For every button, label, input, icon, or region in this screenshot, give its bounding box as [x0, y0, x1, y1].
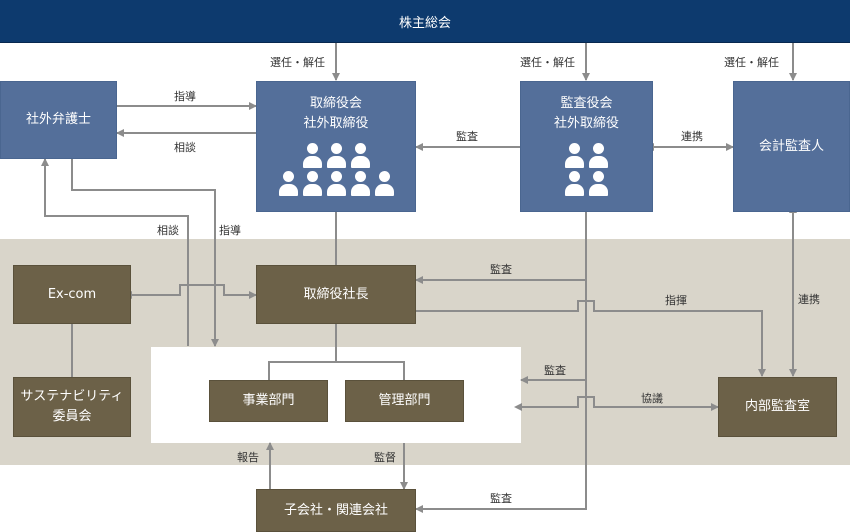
label-lawyer-to-board: 指導 [174, 90, 196, 103]
internal-audit-box: 内部監査室 [718, 377, 837, 437]
accounting-auditor-label: 会計監査人 [758, 138, 824, 154]
board-of-directors-box: 取締役会 社外取締役 [256, 81, 416, 212]
person-icon [350, 143, 370, 168]
person-icon [374, 171, 394, 196]
person-icon [350, 171, 370, 196]
accounting-auditor-box: 会計監査人 [733, 81, 850, 212]
edge-president-excom [124, 284, 257, 299]
president-label: 取締役社長 [303, 286, 369, 302]
label-board-to-lawyer: 相談 [174, 141, 196, 154]
audit-board-box: 監査役会 社外取締役 [520, 81, 653, 212]
sustainability-line1: サステナビリティ [20, 389, 124, 404]
sustainability-line2: 委員会 [52, 409, 92, 424]
edge-consult-lawyer [41, 158, 189, 346]
person-icon [565, 143, 584, 168]
label-elect-accountant: 選任・解任 [724, 56, 779, 69]
label-report: 報告 [237, 451, 259, 464]
outside-lawyer-box: 社外弁護士 [0, 81, 117, 159]
subsidiaries-label: 子会社・関連会社 [283, 502, 388, 518]
board-people-icons [278, 140, 394, 196]
edge-audit-trunk [415, 212, 587, 513]
label-audit-to-president: 監査 [490, 263, 512, 276]
sustainability-committee-box: サステナビリティ 委員会 [13, 377, 131, 437]
label-audit-to-board: 監査 [456, 130, 478, 143]
person-icon [589, 171, 608, 196]
person-icon [278, 171, 298, 196]
edge-guide-from-lawyer [71, 158, 219, 347]
person-icon [302, 171, 322, 196]
shareholders-meeting: 株主総会 [0, 0, 850, 43]
business-dept-box: 事業部門 [209, 380, 328, 422]
subsidiaries-box: 子会社・関連会社 [256, 489, 416, 532]
admin-dept-box: 管理部門 [345, 380, 464, 422]
label-supervise: 監督 [374, 451, 396, 464]
label-audit-to-subsidiaries: 監査 [490, 492, 512, 505]
connector-line [268, 361, 405, 380]
president-box: 取締役社長 [256, 265, 416, 324]
label-audit-accountant: 連携 [681, 130, 703, 143]
excom-box: Ex-com [13, 265, 131, 324]
person-icon [326, 171, 346, 196]
label-accountant-internal: 連携 [798, 293, 820, 306]
edge-consult-internal [514, 396, 719, 411]
audit-board-subtitle: 社外取締役 [553, 116, 619, 131]
business-dept-label: 事業部門 [242, 393, 295, 408]
audit-board-people-icons [565, 140, 608, 196]
person-icon [326, 143, 346, 168]
outside-lawyer-label: 社外弁護士 [25, 112, 91, 127]
audit-board-title: 監査役会 [560, 96, 613, 111]
shareholders-meeting-label: 株主総会 [398, 15, 451, 31]
edge-command-internal [416, 300, 766, 377]
board-subtitle: 社外取締役 [303, 116, 369, 131]
person-icon [589, 143, 608, 168]
label-command-internal: 指揮 [665, 294, 687, 307]
excom-label: Ex-com [47, 286, 97, 302]
admin-dept-label: 管理部門 [378, 393, 431, 408]
label-consult-lawyer: 相談 [157, 224, 179, 237]
board-title: 取締役会 [309, 96, 362, 111]
person-icon [302, 143, 322, 168]
label-elect-audit: 選任・解任 [520, 56, 575, 69]
internal-audit-label: 内部監査室 [744, 399, 810, 414]
label-consult-internal: 協議 [641, 392, 663, 405]
label-guide-from-lawyer: 指導 [219, 224, 241, 237]
label-elect-board: 選任・解任 [270, 56, 325, 69]
person-icon [565, 171, 584, 196]
label-audit-to-depts: 監査 [544, 364, 566, 377]
